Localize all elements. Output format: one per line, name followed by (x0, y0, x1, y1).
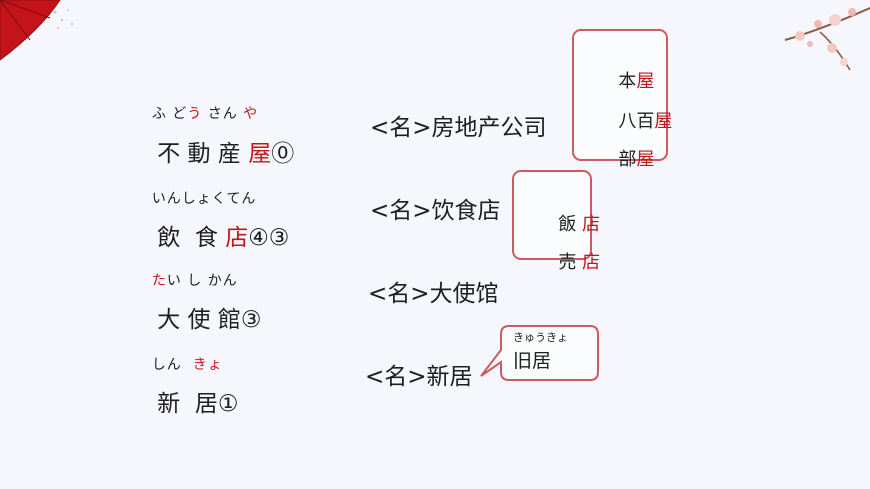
ya-example-1: 本屋 (618, 71, 655, 92)
ya-example-3: 部屋 (618, 149, 655, 170)
row-2-meaning: <名>饮食店 (370, 198, 501, 224)
row-4-word: 新 居① (157, 391, 239, 417)
row-2-word: 飲 食 店④③ (157, 225, 290, 251)
row-3-reading: たい し かん (151, 273, 238, 289)
ten-example-2: 売 店 (558, 252, 601, 273)
old-residence-callout-bubble (480, 325, 599, 381)
row-3-word: 大 使 館③ (157, 307, 262, 333)
callout-text: 旧居 (513, 350, 552, 372)
row-1-word: 不 動 産 屋⓪ (157, 141, 295, 167)
ya-example-2: 八百屋 (618, 111, 673, 132)
ten-examples-box: 飯 店 売 店 (512, 170, 600, 273)
row-3-meaning: <名>大使馆 (368, 281, 499, 307)
row-4-reading: しん きょ (151, 357, 223, 373)
callout-reading: きゅうきょ (513, 331, 568, 344)
plum-blossom-decoration-icon (784, 7, 870, 71)
row-2-reading: いんしょくてん (151, 191, 257, 207)
ten-example-1: 飯 店 (558, 214, 601, 235)
row-4-meaning: <名>新居 (365, 364, 473, 390)
ya-examples-box: 本屋 八百屋 部屋 (572, 29, 672, 170)
row-1-meaning: <名>房地产公司 (370, 115, 547, 141)
row-1-reading: ふ どう さん や (151, 106, 259, 122)
parasol-decoration-icon (0, 0, 74, 61)
